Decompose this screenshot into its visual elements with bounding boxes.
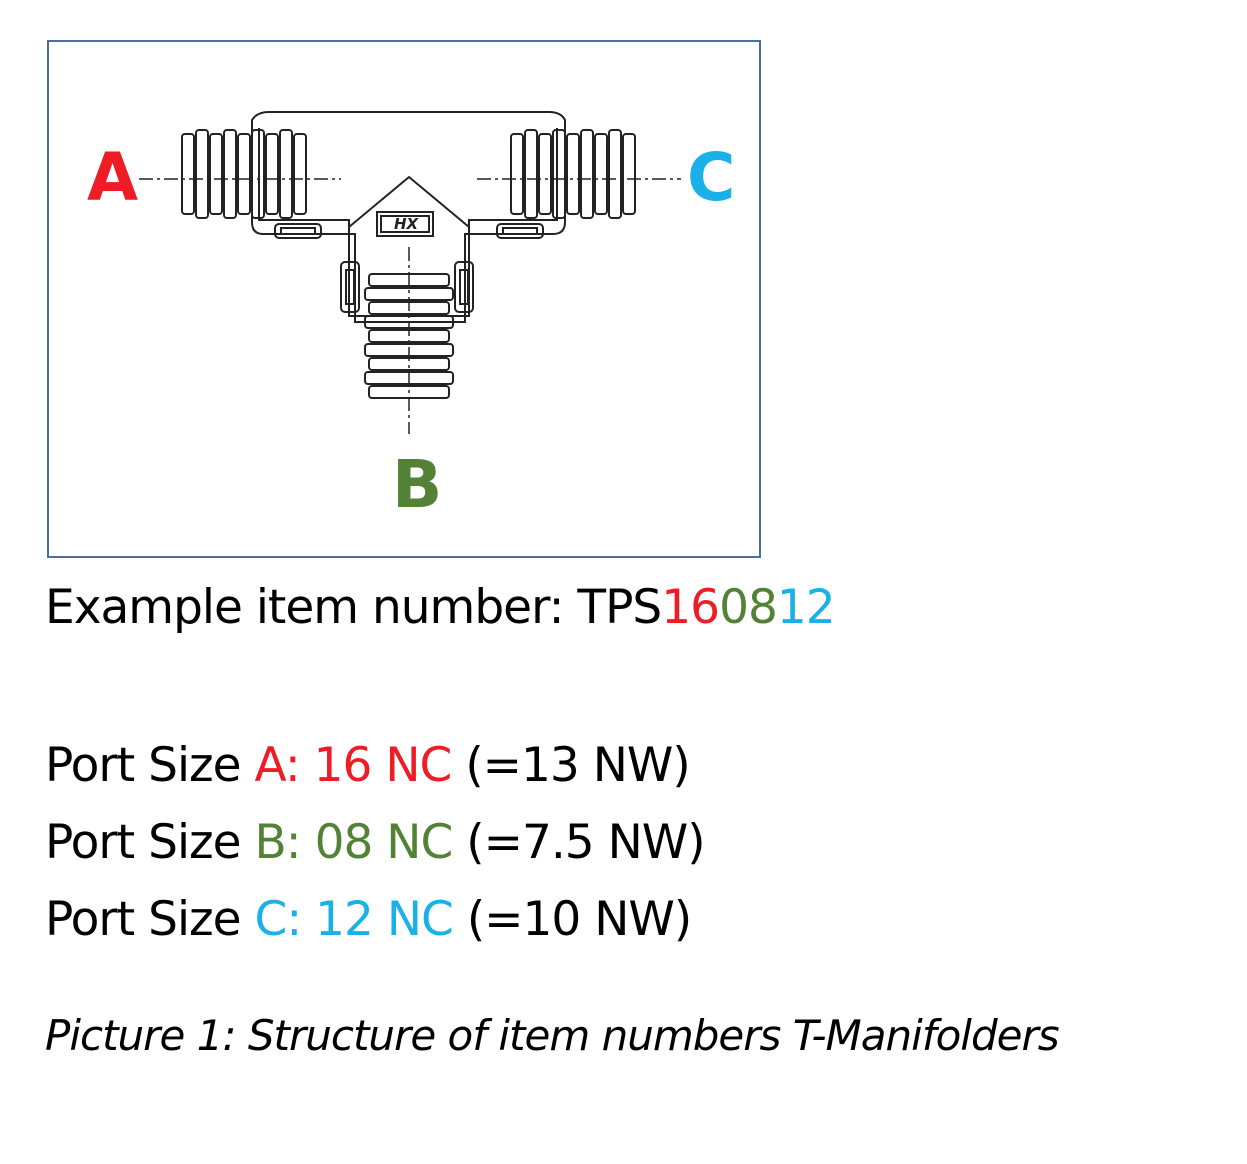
figure-caption: Picture 1: Structure of item numbers T-M… bbox=[45, 1011, 1060, 1060]
port-size-a-line: Port Size A: 16 NC (=13 NW) bbox=[45, 738, 691, 794]
port-size-label: Port Size bbox=[45, 815, 255, 870]
port-size-label: Port Size bbox=[45, 738, 255, 793]
logo-plate bbox=[376, 211, 434, 237]
port-size-c-line: Port Size C: 12 NC (=10 NW) bbox=[45, 892, 692, 948]
left-clip bbox=[274, 223, 322, 239]
manifold-body bbox=[251, 111, 566, 323]
port-size-label: Port Size bbox=[45, 892, 255, 947]
port-size-c-value: C: 12 NC bbox=[254, 892, 454, 947]
t-manifold-drawing bbox=[139, 111, 681, 434]
example-label: Example item number: bbox=[45, 580, 578, 635]
diagram-frame: HX A C B bbox=[47, 40, 761, 558]
port-size-b-line: Port Size B: 08 NC (=7.5 NW) bbox=[45, 815, 706, 871]
port-size-c-equivalent: (=10 NW) bbox=[452, 892, 692, 947]
port-letter-a: A bbox=[87, 139, 139, 216]
example-code-c: 12 bbox=[776, 580, 836, 635]
port-letter-c: C bbox=[687, 139, 736, 216]
hx-logo: HX bbox=[393, 215, 419, 233]
port-size-b-equivalent: (=7.5 NW) bbox=[452, 815, 705, 870]
port-size-a-equivalent: (=13 NW) bbox=[451, 738, 690, 793]
bottom-left-clip bbox=[340, 261, 360, 313]
port-size-b-value: B: 08 NC bbox=[254, 815, 454, 870]
port-size-a-value: A: 16 NC bbox=[254, 738, 453, 793]
right-clip bbox=[496, 223, 544, 239]
example-code-a: 16 bbox=[661, 580, 720, 635]
centerlines bbox=[139, 178, 681, 434]
example-item-number: Example item number: TPS160812 bbox=[45, 580, 836, 636]
bottom-right-clip bbox=[454, 261, 474, 313]
manifold-triangle bbox=[348, 175, 470, 228]
example-prefix: TPS bbox=[577, 580, 662, 635]
example-code-b: 08 bbox=[719, 580, 778, 635]
port-a-corrugation bbox=[181, 129, 307, 219]
port-c-corrugation bbox=[510, 129, 636, 219]
port-letter-b: B bbox=[392, 446, 443, 523]
